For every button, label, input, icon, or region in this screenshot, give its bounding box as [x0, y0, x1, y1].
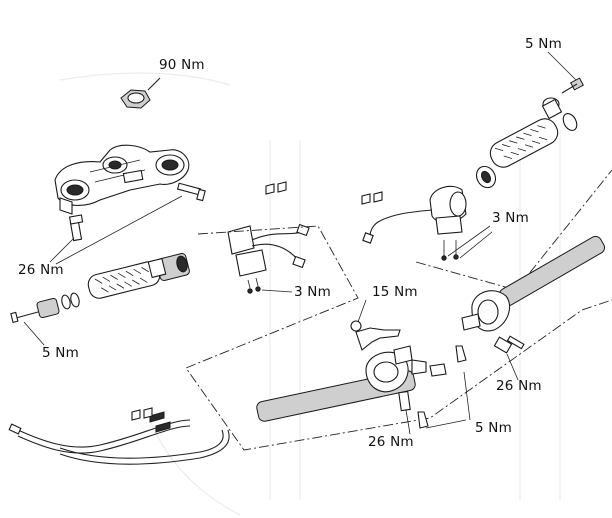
screw-right-small: [455, 345, 467, 363]
torque-label-left-handlebar-clamp: 26 Nm: [368, 434, 414, 450]
left-handlebar: [256, 345, 447, 422]
left-bar-end-weight: [10, 292, 80, 324]
torque-label-left-bar-end: 5 Nm: [42, 345, 79, 361]
frame-lower: [185, 225, 612, 451]
screw-left-small: [417, 411, 429, 429]
torque-label-lever-bracket: 15 Nm: [372, 284, 418, 300]
torque-label-right-switch-screw: 5 Nm: [525, 36, 562, 52]
torque-label-right-switch-clamp: 3 Nm: [492, 210, 529, 226]
right-handlebar-bolt: [493, 335, 525, 354]
torque-label-right-handlebar-clamp: 26 Nm: [496, 378, 542, 394]
top-yoke: [54, 144, 190, 215]
right-grip-assembly: [475, 77, 584, 189]
steering-nut: [120, 77, 161, 109]
top-clamp-bolt-right: [176, 182, 206, 202]
right-switch-housing: [362, 185, 467, 261]
right-handlebar: [461, 235, 606, 332]
background-fork-ghost: [59, 72, 561, 516]
torque-label-steering-nut: 90 Nm: [159, 57, 205, 73]
clip-left-upper: [265, 181, 287, 195]
lever-bracket: [350, 320, 401, 351]
throttle-cables: [8, 411, 230, 465]
clip-right-upper: [361, 191, 383, 205]
left-grip-assembly: [87, 253, 190, 299]
torque-label-left-switch-clamp: 3 Nm: [294, 284, 331, 300]
clip-cable: [131, 407, 153, 421]
left-switch-housing: [227, 223, 310, 294]
torque-label-top-clamp-bolts: 26 Nm: [18, 262, 64, 278]
torque-label-lower-screws: 5 Nm: [475, 420, 512, 436]
left-handlebar-bolt: [398, 390, 411, 412]
top-clamp-bolt-left: [68, 214, 84, 242]
